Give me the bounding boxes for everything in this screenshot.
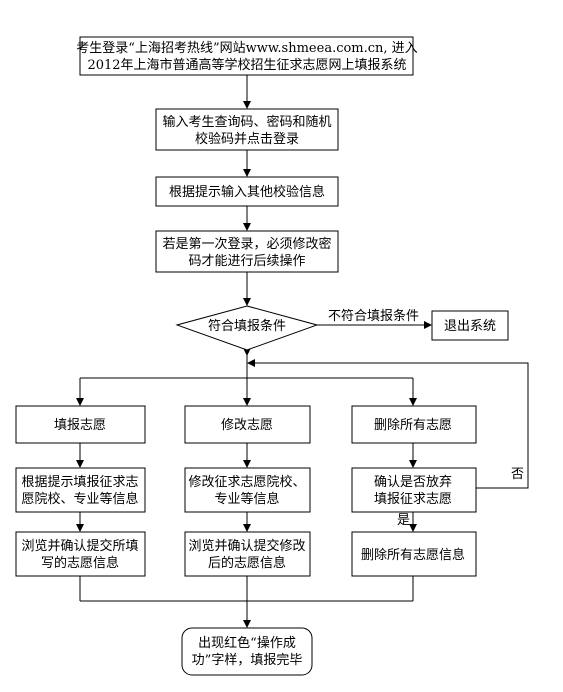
step-finish-text-2: 功”字样，填报完毕	[192, 653, 303, 668]
step-finish: 出现红色“操作成 功”字样，填报完毕	[181, 627, 313, 676]
arrowhead	[409, 460, 417, 468]
arrowhead	[76, 398, 84, 406]
step-fill-submit: 浏览并确认提交所填 写的志愿信息	[15, 531, 146, 577]
yes-label: 是	[397, 513, 410, 528]
arrowhead	[243, 620, 251, 628]
step-fill-detail: 根据提示填报征求志 愿院校、专业等信息	[15, 467, 146, 513]
decision-condition-text: 符合填报条件	[208, 318, 286, 334]
arrowhead	[243, 298, 251, 306]
step-modify-detail: 修改征求志愿院校、 专业等信息	[184, 467, 311, 513]
step-input-text-2: 校验码并点击登录	[195, 131, 299, 147]
step-modify: 修改志愿	[184, 405, 311, 444]
step-firstlogin-text-2: 码才能进行后续操作	[188, 253, 305, 269]
no-loop-line	[253, 362, 529, 489]
arrowhead	[243, 398, 251, 406]
connectors	[76, 75, 529, 628]
arrowhead	[409, 398, 417, 406]
step-input-text-1: 输入考生查询码、密码和随机	[162, 114, 331, 130]
step-firstlogin-text-1: 若是第一次登录，必须修改密	[162, 236, 331, 252]
step-modify-text: 修改志愿	[221, 418, 273, 433]
no-label: 否	[511, 467, 524, 482]
step-modifysubmit-text-2: 后的志愿信息	[208, 555, 286, 571]
step-delete-text: 删除所有志愿	[374, 418, 452, 433]
step-login: 考生登录“上海招考热线”网站www.shmeea.com.cn, 进入 2012…	[76, 36, 418, 76]
step-filldetail-text-2: 愿院校、专业等信息	[21, 491, 138, 507]
step-fill: 填报志愿	[15, 405, 146, 444]
step-delete-info: 删除所有志愿信息	[351, 531, 477, 577]
step-fillsubmit-text-2: 写的志愿信息	[41, 555, 119, 571]
step-first-login: 若是第一次登录，必须修改密 码才能进行后续操作	[155, 230, 339, 273]
not-qualified-label: 不符合填报条件	[328, 308, 419, 324]
step-delete-all: 删除所有志愿	[351, 405, 477, 444]
decision-condition: 符合填报条件	[175, 305, 319, 351]
step-login-text-2: 2012年上海市普通高等学校招生征求志愿网上填报系统	[87, 57, 406, 73]
step-confirm-text-2: 填报征求志愿	[374, 492, 452, 507]
step-other-verification: 根据提示输入其他校验信息	[155, 176, 339, 207]
arrowhead	[243, 169, 251, 177]
step-confirm-text-1: 确认是否放弃	[374, 475, 452, 490]
step-login-text-1: 考生登录“上海招考热线”网站www.shmeea.com.cn, 进入	[76, 41, 417, 56]
step-modify-submit: 浏览并确认提交修改 后的志愿信息	[184, 531, 311, 577]
step-modifydetail-text-2: 专业等信息	[214, 491, 279, 507]
step-input-credentials: 输入考生查询码、密码和随机 校验码并点击登录	[155, 108, 339, 151]
step-verify-text: 根据提示输入其他校验信息	[169, 184, 325, 200]
arrowhead	[243, 524, 251, 532]
step-exit: 退出系统	[431, 310, 509, 341]
arrowhead	[243, 348, 251, 356]
arrowhead	[247, 359, 255, 367]
arrowhead	[243, 223, 251, 231]
step-fillsubmit-text-1: 浏览并确认提交所填	[21, 538, 138, 554]
step-fill-text: 填报志愿	[54, 418, 106, 433]
step-exit-text: 退出系统	[444, 319, 496, 334]
step-modifysubmit-text-1: 浏览并确认提交修改	[188, 538, 305, 554]
arrowhead	[409, 524, 417, 532]
arrowhead	[243, 101, 251, 109]
step-finish-text-1: 出现红色“操作成	[198, 635, 296, 651]
arrowhead	[76, 524, 84, 532]
step-confirm-giveup: 确认是否放弃 填报征求志愿	[351, 467, 477, 513]
step-modifydetail-text-1: 修改征求志愿院校、	[188, 474, 305, 490]
arrowhead	[424, 321, 432, 329]
arrowhead	[76, 460, 84, 468]
step-deleteinfo-text: 删除所有志愿信息	[361, 547, 465, 563]
step-filldetail-text-1: 根据提示填报征求志	[21, 474, 138, 490]
arrowhead	[243, 460, 251, 468]
